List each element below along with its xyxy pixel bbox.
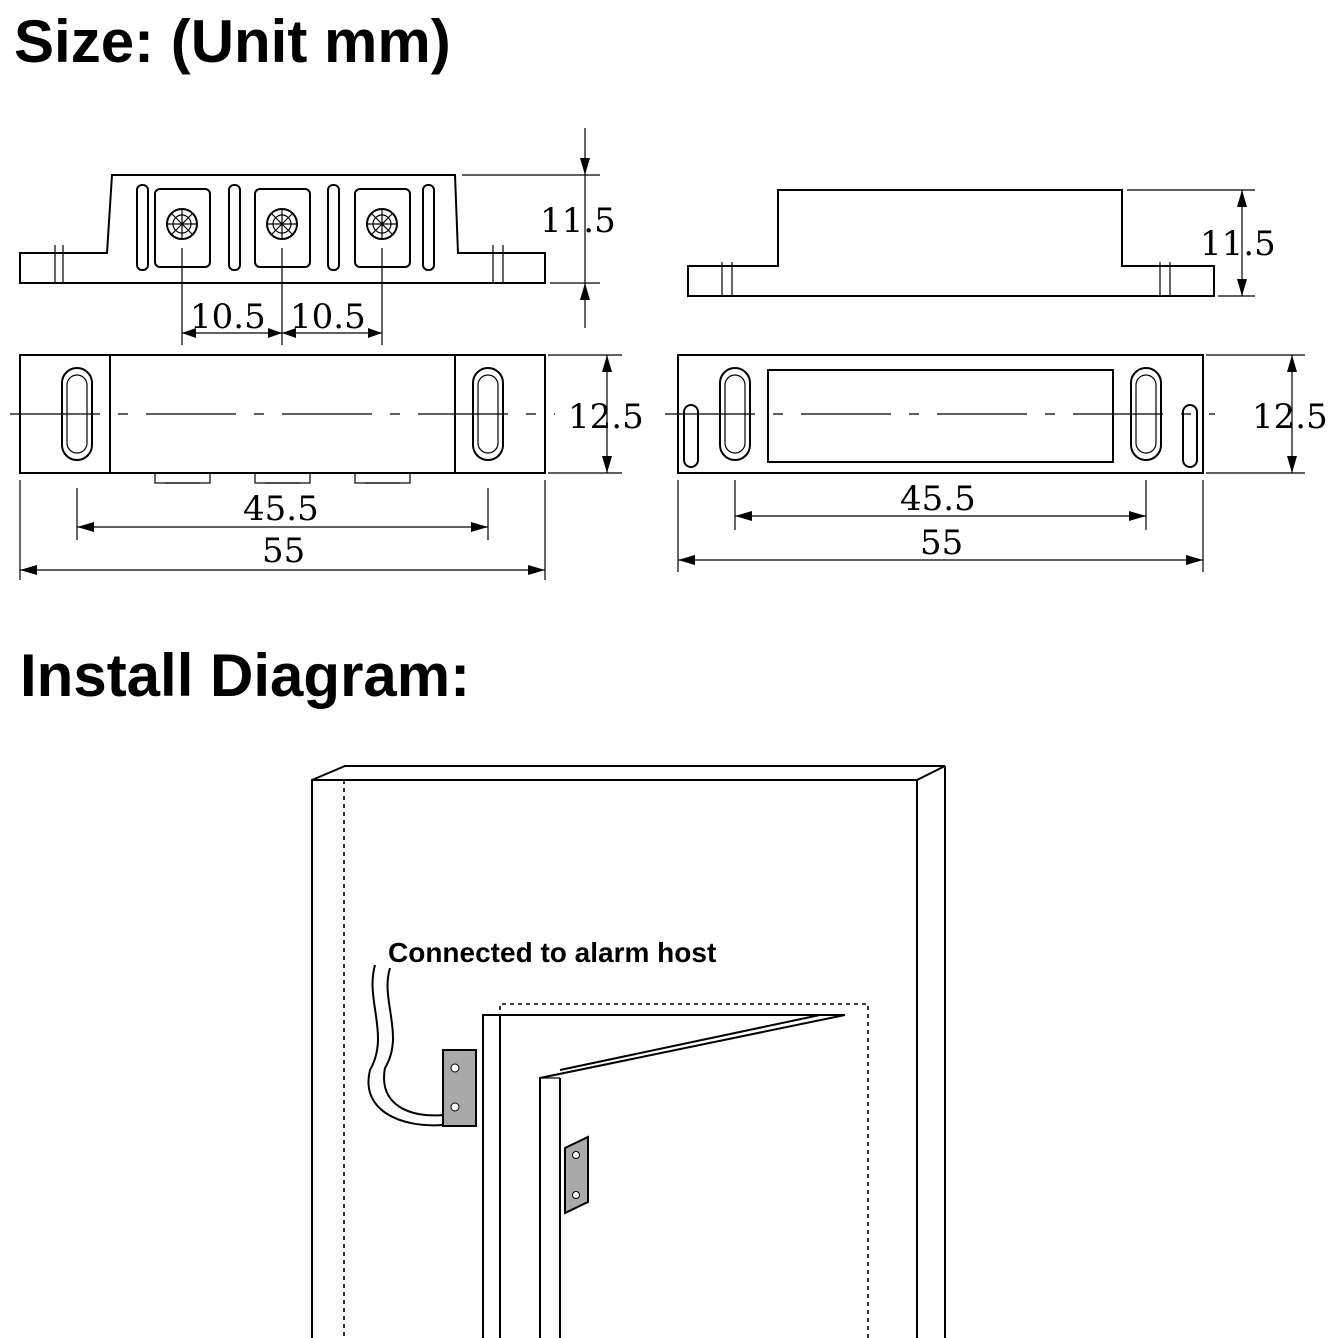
- door-frame: [311, 765, 946, 1338]
- dim-right-width: 12.5: [1252, 397, 1328, 437]
- sensor-on-frame: [442, 1049, 477, 1127]
- dim-right-side-height: 11.5: [1200, 224, 1276, 264]
- dim-left-length: 55: [262, 531, 305, 571]
- size-heading: Size: (Unit mm): [14, 8, 451, 75]
- dim-terminal-spacing-2: 10.5: [290, 297, 366, 337]
- left-sensor-side-view: 10.5 10.5 11.5: [19, 128, 616, 345]
- dim-right-length: 55: [920, 523, 963, 563]
- magnet-on-door: [564, 1135, 589, 1215]
- dim-left-hole-spacing: 45.5: [243, 489, 319, 529]
- right-magnet-side-view: 11.5: [687, 189, 1276, 297]
- wire-label: Connected to alarm host: [388, 937, 716, 968]
- door-panel: [482, 1014, 846, 1338]
- wire: [367, 964, 444, 1127]
- right-magnet-top-view: 12.5 45.5 55: [665, 354, 1328, 572]
- dim-left-side-height: 11.5: [540, 201, 616, 241]
- install-heading: Install Diagram:: [20, 642, 471, 709]
- left-sensor-top-view: 12.5 45.5 55: [10, 354, 644, 580]
- dim-terminal-spacing-1: 10.5: [190, 297, 266, 337]
- dim-left-width: 12.5: [568, 397, 644, 437]
- dim-right-hole-spacing: 45.5: [900, 479, 976, 519]
